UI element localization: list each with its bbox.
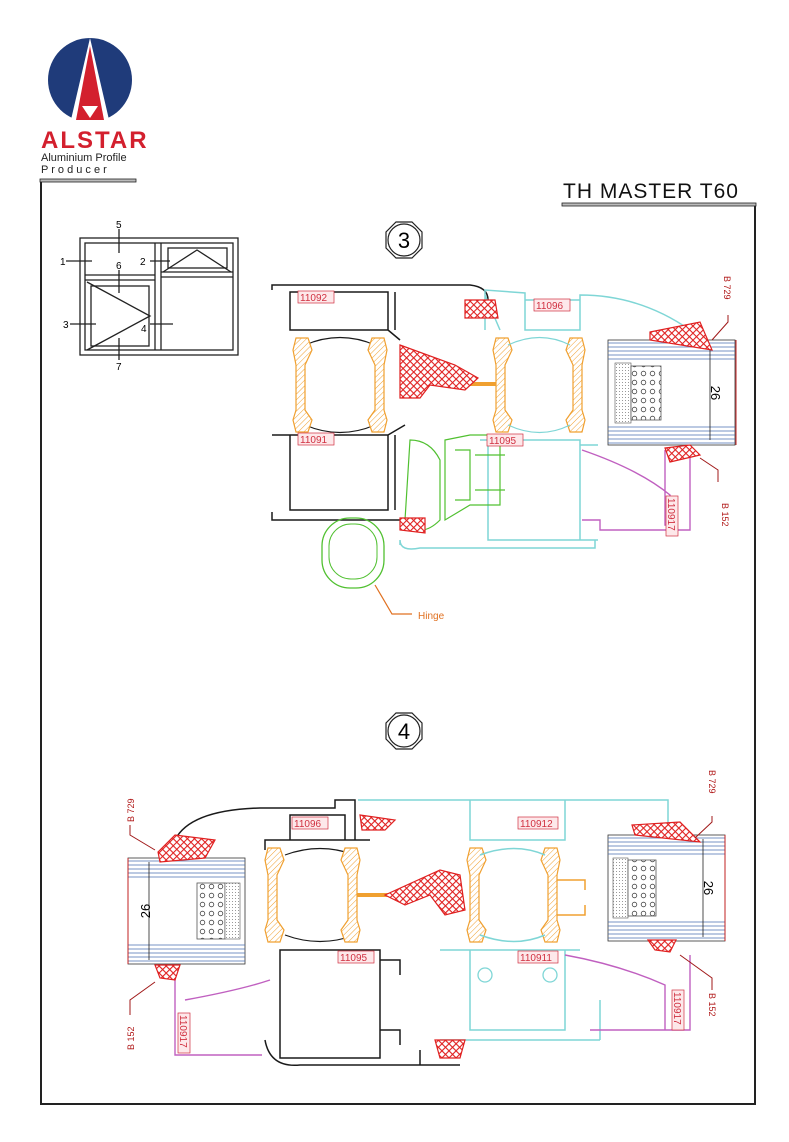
svg-text:110911: 110911 [520, 953, 552, 964]
glass-unit [607, 339, 737, 446]
glass-unit-right [607, 834, 726, 942]
gasket-label-b729-right: B 729 [707, 770, 717, 794]
window-key-labels: 1 2 3 4 5 6 7 [60, 220, 147, 373]
svg-text:110917: 110917 [665, 498, 676, 531]
sash-profile [358, 799, 669, 1041]
thermal-break [264, 847, 285, 943]
glass-unit-left [127, 857, 246, 965]
key-label-4: 4 [141, 324, 147, 335]
glass-thickness-left: 26 [138, 904, 153, 918]
section-3-marker: 3 [385, 221, 423, 259]
thermal-break [367, 337, 388, 433]
gasket [359, 814, 397, 831]
logo-triangle [76, 46, 104, 120]
svg-text:11096: 11096 [294, 819, 322, 830]
key-label-6: 6 [116, 261, 122, 272]
key-label-1: 1 [60, 257, 66, 268]
section-3-labels: 11092 11091 11096 11095 110917 B 729 B 1… [297, 276, 732, 622]
alstar-logo: ALSTAR Aluminium Profile P r o d u c e r [41, 38, 149, 176]
window-key-diagram [66, 229, 239, 360]
profile-code-tag: 11096 [291, 816, 329, 830]
logo-tagline-2: P r o d u c e r [41, 164, 107, 176]
svg-text:110917: 110917 [177, 1015, 188, 1048]
svg-text:11096: 11096 [536, 301, 564, 312]
profile-code-tag: 110917 [665, 495, 679, 537]
svg-text:110912: 110912 [520, 819, 553, 830]
section-4-number: 4 [398, 719, 410, 744]
drawing-title: TH MASTER T60 [563, 180, 739, 203]
glazing-bead [174, 954, 691, 1056]
frame-profile [174, 799, 460, 1067]
hinge-body [404, 434, 505, 531]
svg-text:11091: 11091 [300, 435, 328, 446]
gasket-b729 [649, 321, 713, 351]
frame-profile [271, 284, 489, 521]
center-gasket [399, 344, 480, 399]
profile-code-tag: 110917 [177, 1012, 191, 1054]
gasket [464, 299, 499, 319]
section-4-marker: 4 [385, 712, 423, 750]
section-4-detail: 26 26 [127, 799, 726, 1067]
section-4-labels: 11096 11095 110912 110911 110917 110917 … [126, 770, 717, 1054]
drawing-frame [39, 178, 757, 1105]
glass-thickness-right: 26 [701, 881, 716, 895]
svg-text:11092: 11092 [300, 293, 328, 304]
profile-code-tag: 110912 [517, 816, 559, 830]
hinge-label: Hinge [418, 611, 445, 622]
gasket-label-b729: B 729 [722, 276, 732, 300]
hinge-knuckle [321, 517, 385, 589]
key-label-5: 5 [116, 220, 122, 231]
profile-code-tag: 11095 [486, 433, 524, 447]
gasket-b729 [631, 821, 702, 843]
thermal-break [340, 847, 361, 943]
gasket [399, 517, 426, 534]
section-3-detail: 26 [271, 284, 737, 615]
glass-thickness-label: 26 [708, 386, 723, 400]
gasket-b729 [157, 834, 216, 863]
spacer-bar [630, 365, 662, 421]
gasket-label-b152: B 152 [720, 503, 730, 527]
profile-code-tag: 110917 [671, 989, 685, 1031]
hinge-leader [374, 584, 412, 615]
gasket-b152 [664, 444, 702, 463]
section-3-number: 3 [398, 228, 410, 253]
profile-code-tag: 110911 [517, 950, 559, 964]
profile-code-tag: 11095 [337, 950, 375, 964]
logo-brand: ALSTAR [41, 127, 149, 154]
thermal-break [492, 337, 513, 433]
gasket [434, 1039, 466, 1059]
gasket-label-b152-left: B 152 [126, 1026, 136, 1050]
thermal-break [540, 847, 561, 943]
gasket-b152 [154, 964, 181, 981]
key-label-3: 3 [63, 320, 69, 331]
thermal-break [292, 337, 313, 433]
center-gasket [383, 869, 466, 916]
key-label-7: 7 [116, 362, 122, 373]
gasket-label-b729-left: B 729 [126, 798, 136, 822]
svg-text:11095: 11095 [489, 436, 517, 447]
thermal-break [565, 337, 586, 433]
thermal-break [466, 847, 487, 943]
gasket-b152 [646, 939, 677, 953]
logo-tagline-1: Aluminium Profile [41, 152, 127, 164]
profile-code-tag: 11096 [533, 298, 571, 312]
desiccant [614, 362, 632, 424]
key-label-2: 2 [140, 257, 146, 268]
profile-code-tag: 11092 [297, 290, 335, 304]
profile-code-tag: 11091 [297, 432, 335, 446]
svg-text:110917: 110917 [671, 992, 682, 1025]
svg-text:11095: 11095 [340, 953, 368, 964]
gasket-label-b152-right: B 152 [707, 993, 717, 1017]
